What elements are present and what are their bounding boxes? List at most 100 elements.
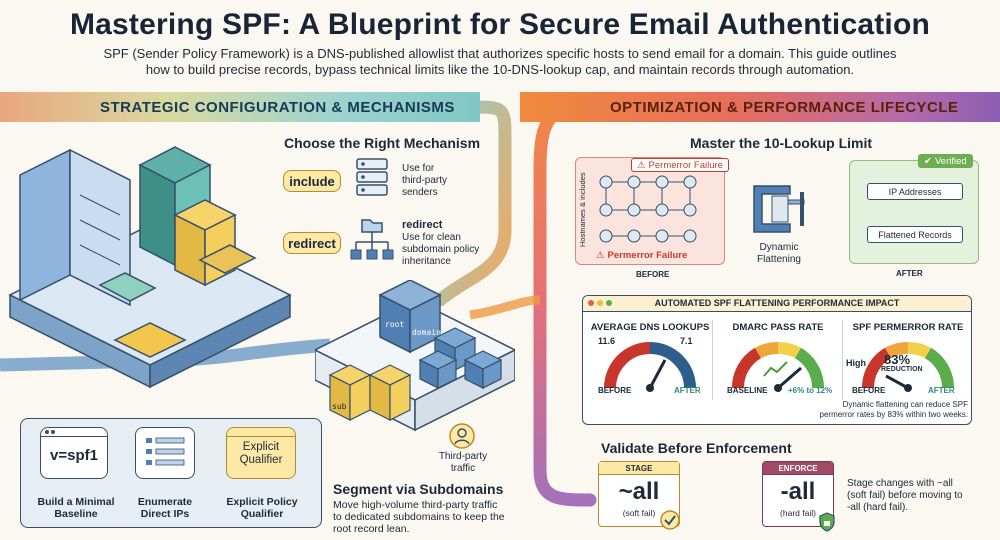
qualifier-line-2: Qualifier [239,454,283,466]
dashboard-footnote: Dynamic flattening can reduce SPF permer… [800,400,969,420]
verified-text: Verified [934,155,967,167]
gauge-permerror-after: AFTER [928,386,955,395]
window-dots-icon [41,428,107,437]
intro-line-2: how to build precise records, bypass tec… [145,62,855,77]
before-label: BEFORE [636,270,670,279]
flattened-records-box: Flattened Records [867,226,963,243]
stage-value: ~all [618,478,660,505]
hierarchy-folder-icon [350,219,394,260]
baseline-label-1-line-1: Build a Minimal [37,496,115,508]
intro-text: SPF (Sender Policy Framework) is a DNS-p… [40,46,960,78]
gauge-dns-after-value: 7.1 [680,336,693,346]
sub-label: sub [332,402,347,411]
baseline-card-ips [135,427,195,479]
subdomains-description: Move high-volume third-party traffic to … [333,499,505,535]
baseline-label-2: Enumerate Direct IPs [117,496,213,520]
baseline-card-spf: v=spf1 [40,427,108,479]
permerror-bottom-text: Permerror Failure [607,250,688,261]
baseline-label-3: Explicit Policy Qualifier [212,496,312,520]
baseline-label-3-line-2: Qualifier [240,508,284,520]
validate-heading: Validate Before Enforcement [601,440,792,456]
subdomains-desc-line-2: to dedicated subdomains to keep the [333,511,505,523]
mechanism-heading: Choose the Right Mechanism [284,135,481,151]
root-domain-illustration [315,280,515,432]
check-icon: ✔ [924,155,932,167]
permerror-bottom: ⚠Permerror Failure [596,250,687,261]
clamp-icon [753,185,805,233]
error-icon: ⚠ [596,250,605,261]
gauge-permerror-title: SPF PERMERROR RATE [852,322,964,333]
gauge-permerror-reduction: REDUCTION [881,366,923,373]
permerror-tag-text: Permerror Failure [648,159,723,171]
server-stack-icon [356,158,388,196]
baseline-label-2-line-1: Enumerate [137,496,193,508]
enforce-tag: ENFORCE [763,462,833,475]
third-party-label: Third-party traffic [436,451,490,475]
spf-version-text: v=spf1 [50,447,98,464]
redirect-description: Use for clean subdomain policy inheritan… [402,232,479,268]
stage-tag: STAGE [599,462,679,475]
window-controls-icon [588,300,612,306]
root-label: root [385,320,405,329]
gauge-permerror-before: BEFORE [852,386,886,395]
include-desc-line-3: senders [402,187,438,198]
ip-addresses-box: IP Addresses [867,183,963,200]
baseline-label-3-line-1: Explicit Policy [226,496,298,508]
enforce-value: -all [780,478,816,505]
gauge-dmarc-baseline: BASELINE [727,386,768,395]
gauge-permerror-high: High [846,358,866,368]
dashboard-titlebar [583,296,971,312]
clamp-line-2: Flattening [757,254,801,265]
footnote-line-2: permerror rates by 83% within two weeks. [819,410,969,419]
subdomains-heading: Segment via Subdomains [333,481,504,497]
lookup-grid-icon [599,175,697,243]
validate-desc-line-2: (soft fail) before moving to [847,490,963,501]
before-panel [575,157,725,265]
gauge-dns-title: AVERAGE DNS LOOKUPS [590,322,710,333]
validate-desc-line-3: -all (hard fail). [847,502,909,513]
baseline-label-1: Build a Minimal Baseline [24,496,128,520]
dashboard-divider-2 [842,320,843,400]
list-icon [146,437,185,466]
subdomains-desc-line-3: root record lean. [333,523,410,535]
third-party-user-icon [449,423,475,449]
redirect-desc-line-3: inheritance [402,256,451,267]
clamp-label: Dynamic Flattening [752,242,806,266]
redirect-pill: redirect [283,232,341,254]
include-desc-line-1: Use for [402,163,435,174]
gauge-dns-before: BEFORE [598,386,632,395]
gauge-dmarc-title: DMARC PASS RATE [732,322,824,333]
gauge-dns-before-value: 11.6 [598,336,616,346]
redirect-title: redirect [402,219,443,231]
infrastructure-illustration [8,146,292,389]
intro-line-1: SPF (Sender Policy Framework) is a DNS-p… [103,46,897,61]
gauge-dmarc-pass [731,342,825,392]
gauge-dns-after: AFTER [674,386,701,395]
subdomains-desc-line-1: Move high-volume third-party traffic [333,499,498,511]
third-party-line-2: traffic [450,463,476,474]
footnote-line-1: Dynamic flattening can reduce SPF [842,400,968,409]
after-label: AFTER [896,269,923,278]
validate-desc-line-1: Stage changes with ~all [847,478,953,489]
hostnames-side-label: Hostnames & includes [578,172,587,248]
dashboard-divider-1 [712,320,713,400]
baseline-label-2-line-2: Direct IPs [140,508,190,520]
gauge-dmarc-change: +6% to 12% [788,386,833,395]
dashboard-title: AUTOMATED SPF FLATTENING PERFORMANCE IMP… [654,298,900,308]
redirect-desc-line-1: Use for clean [402,232,461,243]
performance-dashboard [582,295,972,425]
clamp-line-1: Dynamic [759,242,799,253]
shield-lock-icon [819,512,835,532]
redirect-desc-line-2: subdomain policy [402,244,480,255]
baseline-card-qualifier: Explicit Qualifier [226,427,296,479]
gauge-dns-lookups [604,342,696,392]
check-circle-icon [660,510,680,530]
include-pill: include [283,170,341,192]
section-banner-left: STRATEGIC CONFIGURATION & MECHANISMS [0,92,480,122]
include-desc-line-2: third-party [402,175,448,186]
page-title: Mastering SPF: A Blueprint for Secure Em… [69,8,931,41]
domain-label: domain [412,328,441,337]
section-banner-right: OPTIMIZATION & PERFORMANCE LIFECYCLE [520,92,1000,122]
permerror-tag: ⚠Permerror Failure [631,158,729,172]
validate-description: Stage changes with ~all (soft fail) befo… [847,478,963,514]
